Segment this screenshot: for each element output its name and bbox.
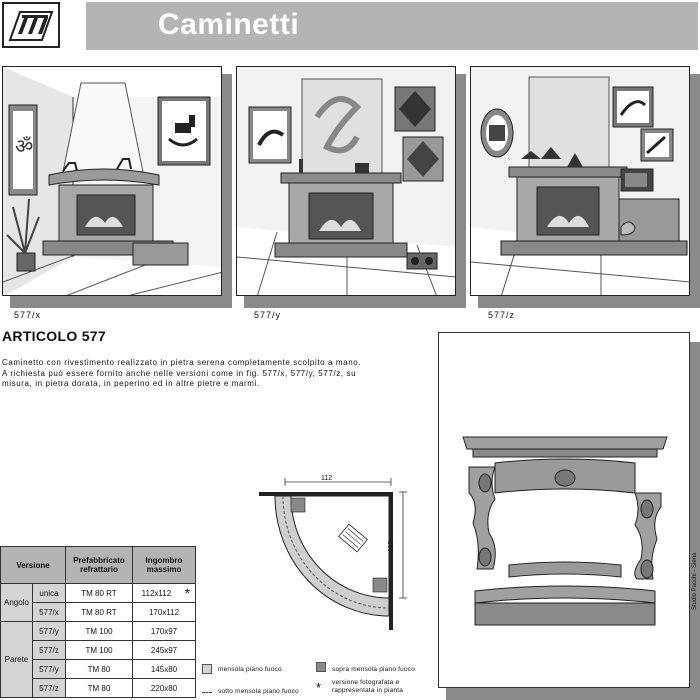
cell-version: 577/z	[31, 640, 67, 660]
cell-size: 112x112	[131, 583, 180, 603]
legend-sopra: sopra mensola piano fuoco	[332, 666, 416, 673]
cell-version: 577/z	[31, 678, 67, 698]
article-description: Caminetto con rivestimento realizzato in…	[2, 358, 402, 390]
cell-size: 170x112	[132, 602, 196, 622]
wall-fireplace-z-illustration	[471, 67, 689, 295]
header-size: Ingombro massimo	[132, 546, 196, 584]
cell-size: 170x97	[132, 621, 196, 641]
table-row: 577/z TM 80 220x80	[1, 678, 196, 698]
photo-577x: ॐ	[2, 66, 232, 308]
logo-mark-icon	[8, 11, 54, 41]
table-row: 577/x TM 80 RT 170x112	[1, 602, 196, 622]
legend-star-line: rappresentata in pianta	[332, 687, 404, 694]
legend-swatch-sotto	[202, 692, 212, 693]
cell-insert: TM 80 RT	[65, 583, 133, 603]
page-title: Caminetti	[158, 8, 300, 41]
legend-swatch-mensola	[202, 664, 212, 674]
article-title: ARTICOLO 577	[2, 328, 106, 344]
table-row: Parete 577/y TM 100 170x97	[0, 621, 196, 698]
cell-note-star: *	[179, 583, 196, 603]
cell-insert: TM 80 RT	[65, 602, 133, 622]
photo-577y	[236, 66, 466, 308]
legend-mensola: mensola piano fuoco	[218, 666, 282, 673]
table-row: Angolo unica TM 80 RT 112x112 *	[0, 583, 196, 622]
cell-version: 577/y	[31, 621, 67, 641]
header-version: Versione	[0, 546, 66, 584]
legend-star-icon: *	[316, 680, 322, 695]
photo-credit: Studio Pacchi - Siena	[692, 552, 698, 610]
wall-fireplace-y-illustration	[237, 67, 455, 295]
legend-star-line: versione fotografata e	[332, 679, 400, 686]
cell-version: unica	[31, 583, 67, 603]
photo-577z	[470, 66, 700, 308]
description-line: Caminetto con rivestimento realizzato in…	[2, 358, 362, 367]
legend-sotto: sotto mensola piano fuoco	[218, 688, 299, 695]
exploded-view-panel	[438, 332, 700, 700]
table-row: 577/y TM 80 145x80	[1, 659, 196, 679]
photo-caption-577z: 577/z	[488, 310, 516, 320]
legend-swatch-sopra	[316, 662, 326, 672]
cell-size: 145x80	[132, 659, 196, 679]
cell-insert: TM 80	[65, 659, 133, 679]
cell-size: 245x97	[132, 640, 196, 660]
description-line: misura, in pietra dorata, in peperino ed…	[2, 379, 260, 388]
group-label-parete: Parete	[0, 621, 33, 698]
cell-insert: TM 100	[65, 621, 133, 641]
floor-plan-diagram	[259, 478, 407, 630]
exploded-fireplace-drawing	[462, 436, 668, 626]
plan-dimension-top: 112	[321, 475, 333, 482]
group-label-angolo: Angolo	[0, 583, 33, 622]
header-insert: Prefabbricato refrattario	[65, 546, 133, 584]
corner-fireplace-illustration: ॐ	[3, 67, 221, 295]
cell-version: 577/y	[31, 659, 67, 679]
brand-logo	[2, 2, 60, 48]
cell-insert: TM 80	[65, 678, 133, 698]
legend-star-note: versione fotografata e rappresentata in …	[332, 679, 403, 695]
photo-caption-577x: 577/x	[14, 310, 42, 320]
plan-dimension-side: 112	[388, 540, 395, 552]
spec-table: Versione Prefabbricato refrattario Ingom…	[0, 546, 196, 698]
cell-size: 220x80	[132, 678, 196, 698]
description-line: A richiesta può essere fornito anche nel…	[2, 368, 357, 378]
cell-version: 577/x	[31, 602, 67, 622]
title-bar	[86, 2, 698, 50]
cell-insert: TM 100	[65, 640, 133, 660]
svg-text:ॐ: ॐ	[15, 134, 33, 158]
table-row: 577/z TM 100 245x97	[1, 640, 196, 660]
table-header-row: Versione Prefabbricato refrattario Ingom…	[0, 546, 196, 584]
photo-caption-577y: 577/y	[254, 310, 282, 320]
